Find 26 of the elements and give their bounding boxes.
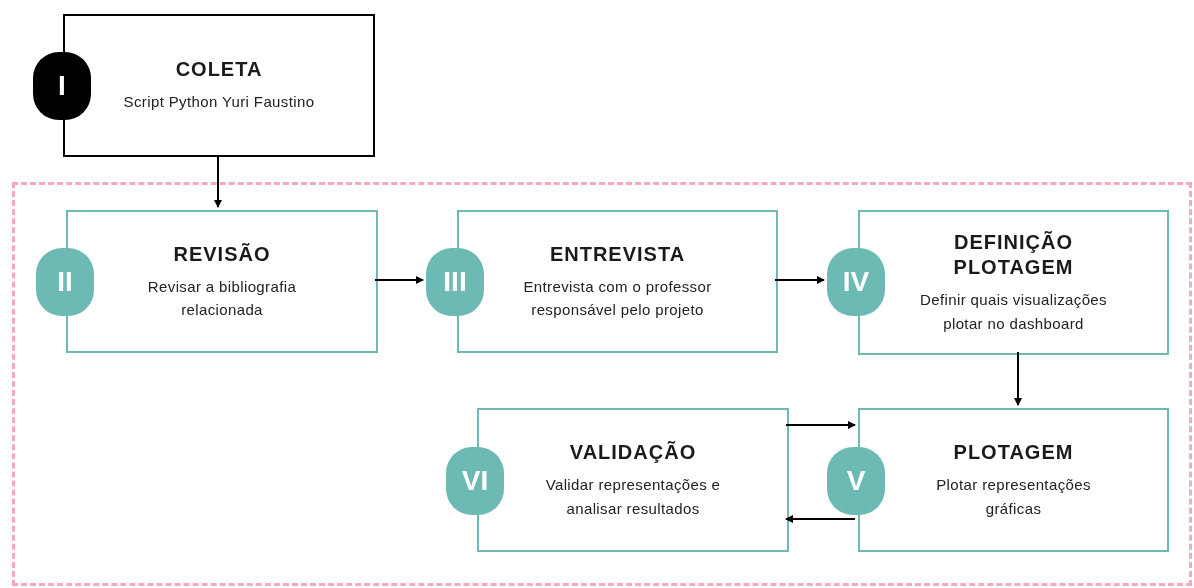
process-box (63, 14, 375, 157)
arrow (374, 276, 424, 284)
step-title: ENTREVISTA (549, 241, 686, 267)
step-title: PLOTAGEM (953, 440, 1074, 466)
arrow (214, 156, 222, 208)
arrow (1014, 351, 1022, 406)
step-number-badge: I (33, 52, 91, 120)
step-description: Validar representações e analisar resultados (544, 475, 722, 519)
dashed-group-frame (12, 182, 1192, 586)
arrow (785, 515, 856, 523)
step-number-badge: III (426, 248, 484, 316)
arrow (785, 421, 856, 429)
step-description: Plotar representações gráficas (935, 475, 1092, 519)
step-description: Definir quais visualizações plotar no dashboard (919, 290, 1108, 334)
arrow (774, 276, 825, 284)
step-title: VALIDAÇÃO (569, 440, 697, 466)
step-description: Revisar a bibliografia relacionada (146, 276, 298, 320)
step-number-badge: VI (446, 447, 504, 515)
step-title: COLETA (175, 57, 263, 83)
step-description: Entrevista com o professor responsável pelo projeto (522, 276, 713, 320)
step-title: DEFINIÇÃO PLOTAGEM (952, 230, 1075, 281)
step-number-badge: II (36, 248, 94, 316)
step-number-badge: V (827, 447, 885, 515)
step-description: Script Python Yuri Faustino (123, 92, 315, 113)
step-title: REVISÃO (173, 241, 271, 267)
step-number-badge: IV (827, 248, 885, 316)
